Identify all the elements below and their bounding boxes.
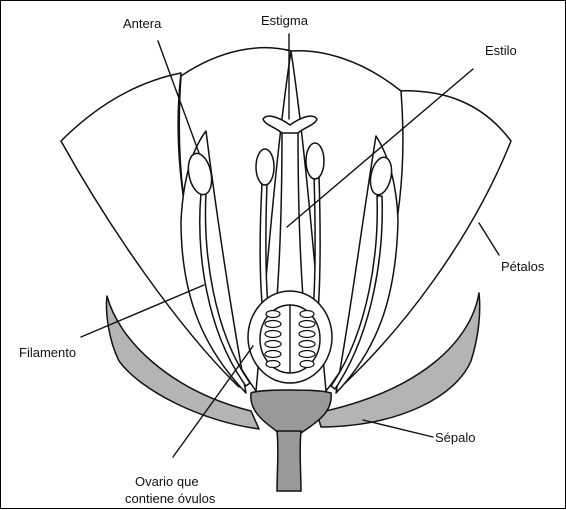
anther-inner-right (306, 143, 324, 179)
label-ovario-line1: Ovario que (135, 474, 199, 489)
ovule (265, 331, 281, 338)
label-sepalo: Sépalo (435, 430, 475, 445)
ovule (265, 341, 281, 348)
stem (277, 431, 301, 491)
ovule (299, 341, 315, 348)
ovule (265, 351, 281, 358)
ovule (266, 361, 280, 368)
ovule (299, 351, 315, 358)
label-ovario-line2: contiene óvulos (125, 491, 216, 506)
ovule (300, 311, 314, 318)
style (277, 131, 303, 297)
ovule (266, 311, 280, 318)
ovule (299, 331, 315, 338)
label-antera: Antera (123, 16, 162, 31)
label-petalos: Pétalos (501, 259, 545, 274)
leader-sepalo (363, 420, 433, 437)
leader-petalos (479, 223, 499, 255)
ovule (299, 321, 315, 328)
label-filamento: Filamento (19, 345, 76, 360)
anther-inner-left (256, 149, 274, 185)
label-estilo: Estilo (485, 43, 517, 58)
ovule (265, 321, 281, 328)
ovule (300, 361, 314, 368)
label-estigma: Estigma (261, 13, 309, 28)
